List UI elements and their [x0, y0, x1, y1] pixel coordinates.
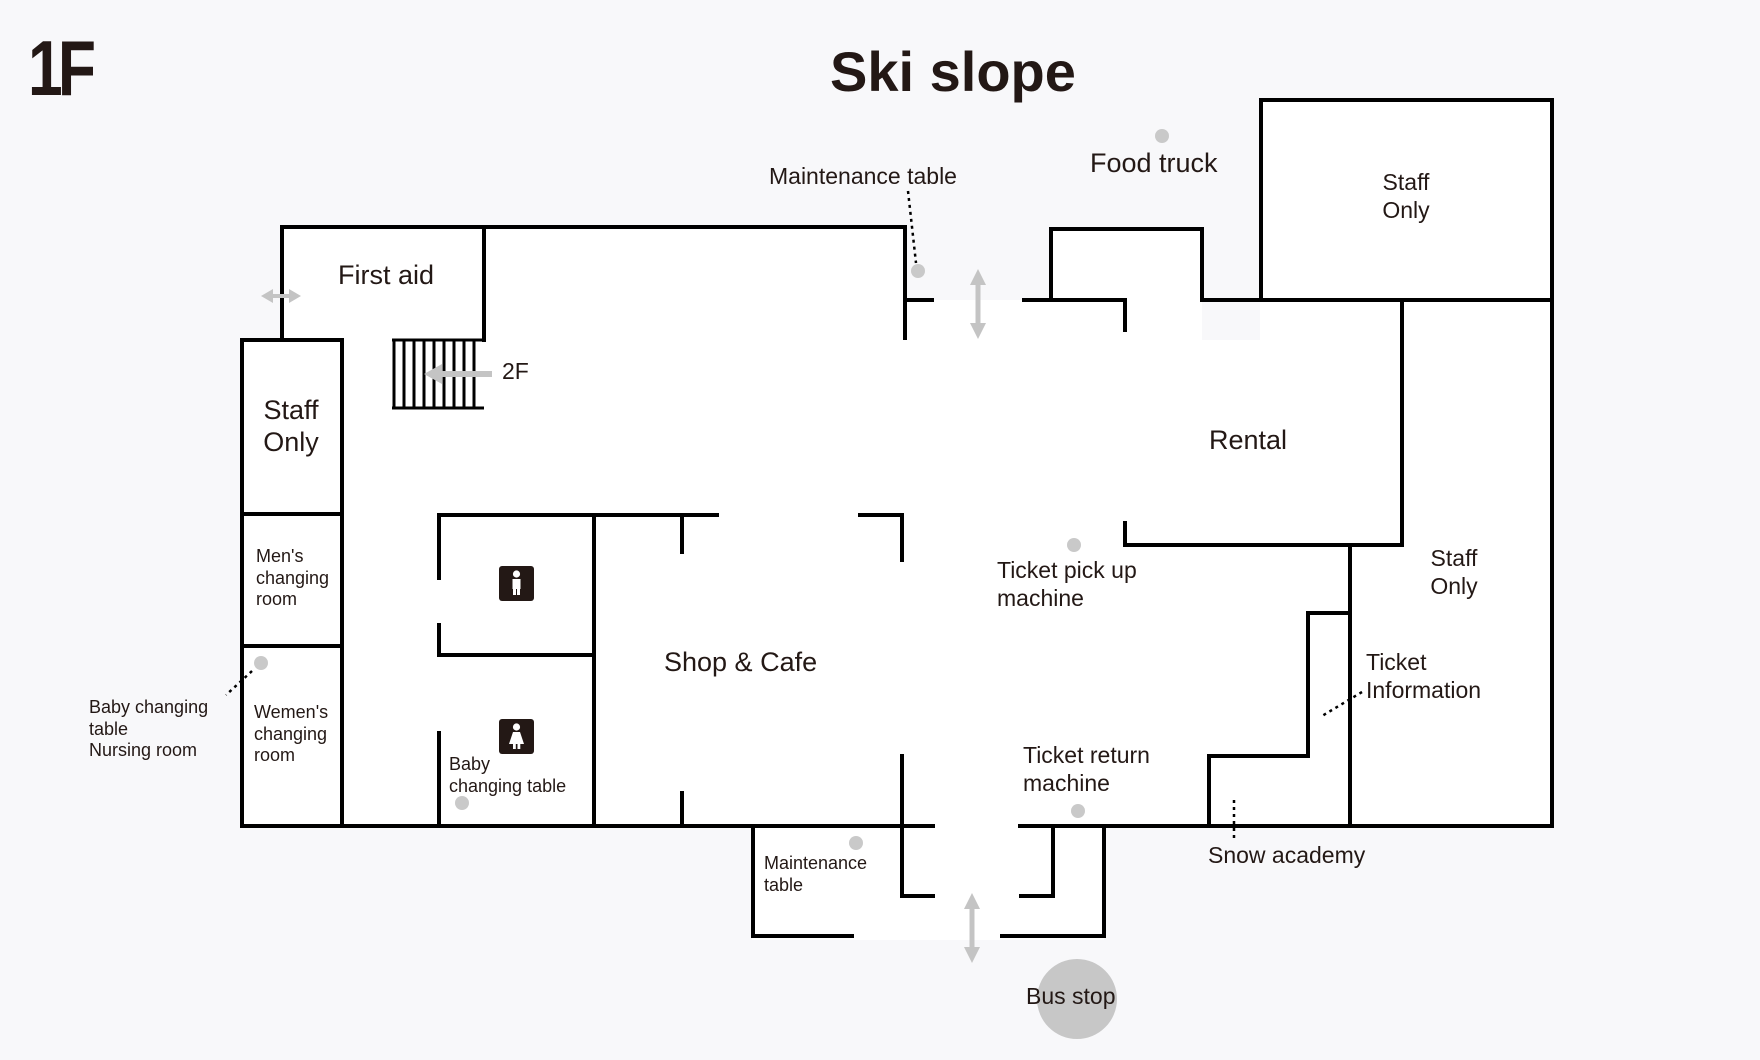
double-arrow-icon	[970, 269, 986, 339]
room-mens-changing[interactable]: Men's changing room	[256, 546, 330, 610]
maintenance-table-top-label: Maintenance table	[769, 163, 957, 189]
bus-stop-label: Bus stop	[1026, 983, 1116, 1009]
double-arrow-icon	[261, 289, 301, 303]
room-staff-only-left[interactable]: Staff Only	[263, 395, 319, 458]
location-dot-icon	[254, 129, 1169, 850]
bus-stop-marker	[1037, 959, 1117, 1039]
male-restroom-icon	[499, 566, 534, 601]
ticket-pickup-label: Ticket pick up machine	[997, 557, 1137, 611]
food-truck-label: Food truck	[1090, 148, 1218, 178]
baby-changing-nursing-label: Baby changing table Nursing room	[89, 697, 209, 761]
room-first-aid[interactable]: First aid	[338, 260, 435, 290]
leader-lines	[225, 190, 1363, 842]
floor-areas	[242, 100, 1553, 940]
female-restroom-icon	[499, 719, 534, 754]
double-arrow-icon	[964, 893, 980, 963]
maintenance-table-bottom-label: Maintenance table	[764, 853, 868, 895]
room-shop-cafe[interactable]: Shop & Cafe	[664, 647, 818, 677]
walls	[240, 98, 1554, 938]
snow-academy-label: Snow academy	[1208, 842, 1366, 868]
room-womens-changing[interactable]: Wemen's changing room	[254, 702, 329, 766]
arrows	[261, 269, 986, 963]
baby-changing-table-label: Baby changing table	[449, 754, 567, 796]
stairs-to-2f-label: 2F	[502, 358, 529, 384]
room-staff-only-top-right[interactable]: Staff Only	[1382, 169, 1430, 223]
room-staff-only-right[interactable]: Staff Only	[1430, 545, 1478, 599]
floor-label: 1F	[28, 24, 96, 112]
map-title: Ski slope	[830, 40, 1076, 103]
ticket-return-label: Ticket return machine	[1023, 742, 1150, 796]
room-rental[interactable]: Rental	[1209, 425, 1288, 455]
ticket-information-label: Ticket Information	[1366, 649, 1482, 703]
